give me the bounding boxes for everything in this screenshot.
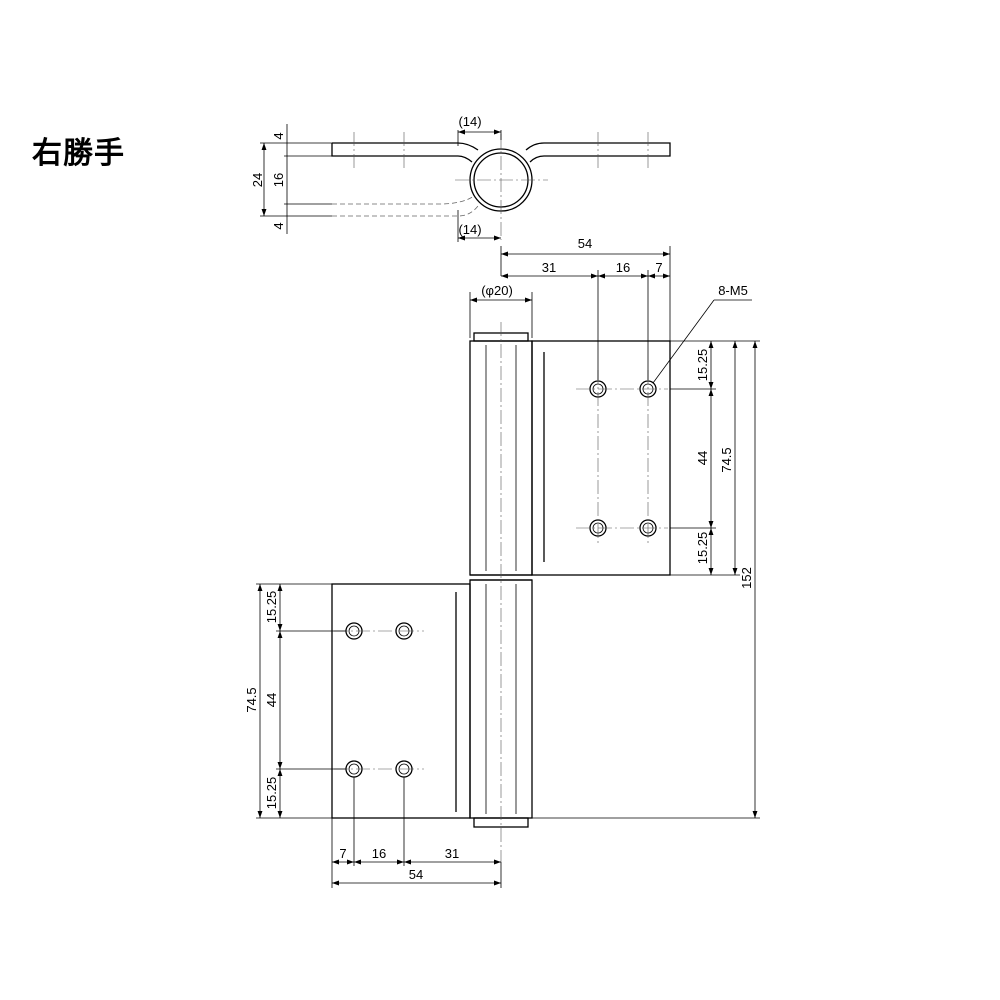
dim-top-16: 16: [271, 173, 286, 187]
dim-upper-31: 31: [542, 260, 556, 275]
dim-upper-54: 54: [578, 236, 592, 251]
top-view-hidden-leaf: [332, 195, 479, 217]
front-view: 54 31 16 7 (φ20) 8-M5 15.25 44 15.25 74.…: [244, 236, 760, 888]
dim-upper-15-25-top: 15.25: [695, 349, 710, 382]
dim-lower-31: 31: [445, 846, 459, 861]
lower-leaf-holes: [334, 622, 424, 778]
dim-upper-15-25-bottom: 15.25: [695, 532, 710, 565]
top-view: (14) (14) 24 4 16 4: [250, 114, 671, 242]
dim-total-152: 152: [739, 567, 754, 589]
dim-top-14-upper: (14): [458, 114, 481, 129]
hole-spec-label: 8-M5: [718, 283, 748, 298]
dim-lower-74-5: 74.5: [244, 687, 259, 712]
dim-upper-16: 16: [616, 260, 630, 275]
lower-leaf-plate: [331, 583, 471, 819]
dim-top-14-lower: (14): [458, 222, 481, 237]
upper-leaf-holes: [576, 370, 668, 546]
dim-pin-diameter: (φ20): [481, 283, 513, 298]
dim-top-4-upper: 4: [271, 132, 286, 139]
dim-lower-15-25-bottom: 15.25: [264, 777, 279, 810]
dim-lower-44: 44: [264, 693, 279, 707]
dim-top-4-lower: 4: [271, 222, 286, 229]
dim-upper-7: 7: [655, 260, 662, 275]
dim-lower-54: 54: [409, 867, 423, 882]
dim-lower-16: 16: [372, 846, 386, 861]
dim-upper-44: 44: [695, 451, 710, 465]
dim-top-24: 24: [250, 173, 265, 187]
drawing-title: 右勝手: [32, 136, 125, 171]
upper-leaf-plate: [531, 340, 671, 576]
dim-upper-74-5: 74.5: [719, 447, 734, 472]
dim-lower-15-25-top: 15.25: [264, 591, 279, 624]
dim-lower-7: 7: [339, 846, 346, 861]
